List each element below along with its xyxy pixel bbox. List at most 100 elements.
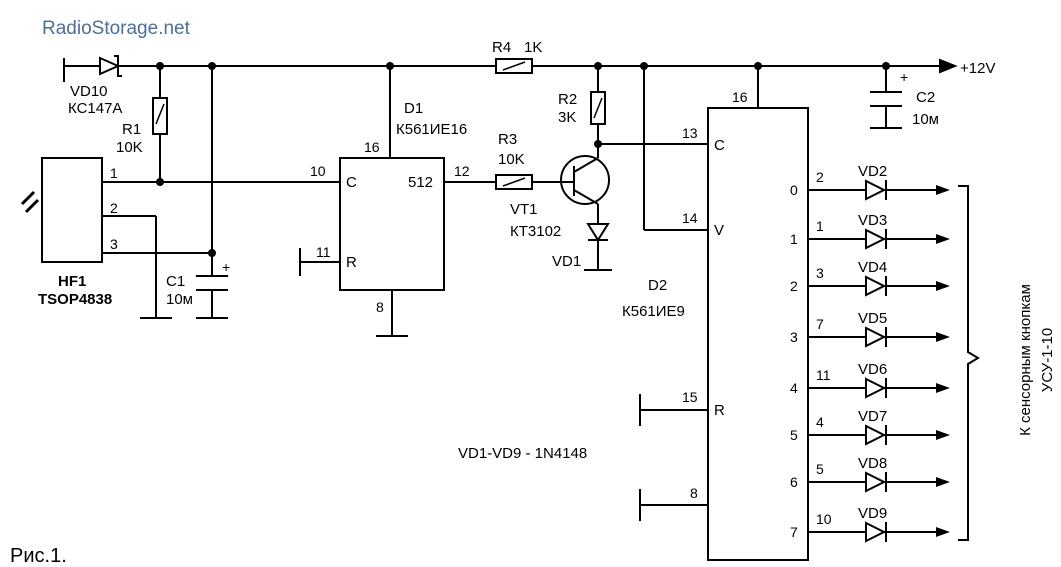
diode-note: VD1-VD9 - 1N4148 [458,445,587,462]
output-pin: 4 [816,414,824,430]
vt1-type: КТ3102 [510,223,561,240]
hf1-pin3: 3 [110,236,118,252]
d1-type: К561ИЕ16 [396,121,467,138]
output-pin: 7 [816,316,824,332]
vd10-type: КС147А [68,100,122,117]
output-diode-label: VD8 [858,455,887,472]
side-label-line1: К сенсорным кнопкам [1017,284,1034,436]
d1-pin16: 16 [364,139,380,155]
d2-pin-v: V [714,222,724,239]
output-pin: 11 [816,367,831,383]
output-index: 4 [790,380,798,396]
c1-ref: C1 [166,273,185,290]
output-diode-label: VD5 [858,310,887,327]
c1-value: 10м [166,291,193,308]
d1-pin-c: C [346,174,357,191]
figure-caption: Рис.1. [10,545,67,567]
output-diode-label: VD6 [858,361,887,378]
output-diode-symbol [865,471,887,493]
d1-pin11: 11 [316,244,331,260]
r1-ref: R1 [122,121,141,138]
output-diode-label: VD4 [858,259,887,276]
d1-pin12: 12 [454,163,470,179]
output-arrow [936,281,950,291]
d2-body [707,107,809,561]
output-row: 0 2 VD2 [790,163,950,201]
r3-ref: R3 [498,131,517,148]
output-diode-symbol [865,275,887,297]
d1-pin8: 8 [376,299,384,315]
output-arrow [936,527,950,537]
supply-label: +12V [960,60,995,77]
hf1-ref: HF1 [58,273,86,290]
supply-arrow [939,58,958,74]
output-index: 2 [790,278,798,294]
output-index: 1 [790,231,798,247]
output-diode-symbol [865,326,887,348]
vd10-zener-symbol [99,55,122,77]
watermark: RadioStorage.net [42,18,191,39]
output-diode-label: VD3 [858,212,887,229]
d2-pin8: 8 [690,485,698,501]
side-label-line2: УСУ-1-10 [1039,328,1056,392]
output-diode-label: VD2 [858,163,887,180]
r4-ref: R4 [492,39,511,56]
c2-plus: + [900,69,908,85]
output-pin: 10 [816,511,832,527]
output-pin: 3 [816,265,824,281]
r1-value: 10K [116,139,143,156]
d2-pin15: 15 [682,389,698,405]
d2-ref: D2 [648,277,667,294]
d2-type: К561ИЕ9 [622,303,685,320]
d2-pin14: 14 [682,210,698,226]
output-diode-label: VD7 [858,408,887,425]
output-pin: 1 [816,218,824,234]
hf1-pin2: 2 [110,200,118,216]
c2-ref: C2 [916,89,935,106]
vd1-ref: VD1 [552,253,581,270]
output-diode-symbol [865,424,887,446]
d1-pin-out: 512 [408,174,433,191]
r3-value: 10K [498,151,525,168]
output-arrow [936,477,950,487]
d1-pin-r: R [346,254,357,271]
output-diode-symbol [865,377,887,399]
vd10-ref: VD10 [70,83,108,100]
d1-pin10: 10 [310,163,326,179]
output-row: 3 7 VD5 [790,310,950,348]
output-diode-symbol [865,228,887,250]
output-row: 2 3 VD4 [790,259,950,297]
hf1-type: TSOP4838 [38,291,112,308]
c2-value: 10м [912,111,939,128]
output-row: 4 11 VD6 [790,361,950,399]
output-index: 6 [790,474,798,490]
d2-pin13: 13 [682,125,698,141]
d2-pin-r: R [714,402,725,419]
r4-value: 1K [524,39,542,56]
output-pin: 5 [816,461,824,477]
r2-ref: R2 [558,91,577,108]
vd1-diode-symbol [586,223,610,242]
output-index: 7 [790,524,798,540]
output-arrow [936,383,950,393]
output-pin: 2 [816,169,824,185]
vt1-ref: VT1 [510,201,538,218]
hf1-pin1: 1 [110,165,118,181]
output-row: 1 1 VD3 [790,212,950,250]
output-index: 5 [790,427,798,443]
d2-pin16: 16 [732,89,748,105]
hf1-body [41,157,103,263]
output-brace [958,185,980,541]
output-diode-symbol [865,521,887,543]
d2-pin-c: C [714,137,725,154]
output-index: 0 [790,182,798,198]
c1-plus: + [222,259,230,275]
output-arrow [936,332,950,342]
output-arrow [936,430,950,440]
output-row: 6 5 VD8 [790,455,950,493]
output-row: 5 4 VD7 [790,408,950,446]
output-index: 3 [790,329,798,345]
